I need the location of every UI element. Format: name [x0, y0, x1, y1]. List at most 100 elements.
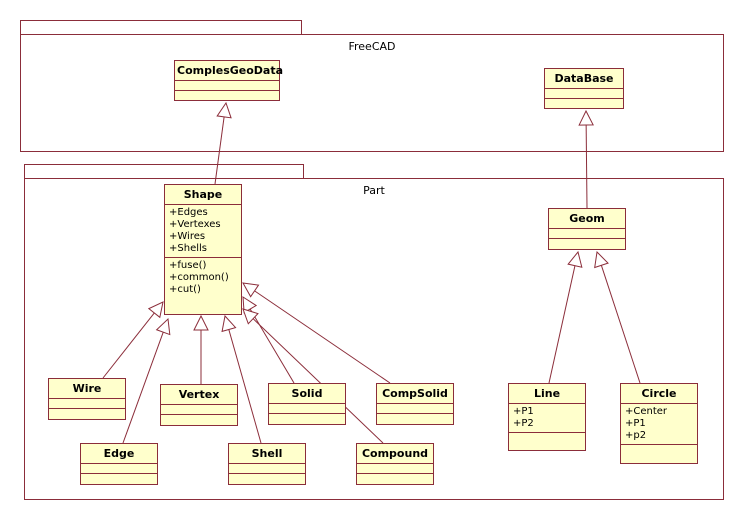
attributes-section	[81, 464, 157, 474]
compound-to-shape-line	[252, 318, 384, 444]
geom-to-database-generalization	[578, 109, 594, 209]
hollow-triangle-arrowhead-icon	[242, 308, 259, 325]
hollow-triangle-arrowhead-icon	[147, 301, 164, 319]
compound-to-shape-generalization	[242, 308, 384, 444]
freecad-package-name: FreeCAD	[348, 40, 396, 53]
operations-section	[229, 474, 305, 483]
shell-to-shape-generalization	[221, 314, 262, 444]
attributes-section	[175, 81, 279, 91]
edge-to-shape-generalization	[122, 317, 171, 444]
shell-class[interactable]: Shell	[228, 443, 306, 485]
operations-section	[175, 91, 279, 100]
operations-section: +fuse() +common() +cut()	[165, 258, 241, 298]
attribute: +P1	[513, 406, 534, 417]
circle-to-geom-generalization	[594, 250, 641, 384]
compsolid-to-shape-generalization	[242, 282, 391, 384]
wire-class[interactable]: Wire	[48, 378, 126, 420]
attributes-section	[545, 89, 623, 99]
attributes-section	[269, 404, 345, 414]
attribute: +P1	[625, 418, 646, 429]
operations-section	[269, 414, 345, 423]
attributes-section	[357, 464, 433, 474]
circle-to-geom-line	[600, 265, 641, 384]
freecad-package-tab	[20, 20, 302, 35]
solid-class[interactable]: Solid	[268, 383, 346, 425]
class-name: Line	[509, 384, 585, 404]
class-name: Shell	[229, 444, 305, 464]
attribute: +Vertexes	[169, 219, 221, 230]
operations-section	[549, 239, 625, 248]
operation: +common()	[169, 272, 229, 283]
hollow-triangle-arrowhead-icon	[242, 296, 258, 314]
operations-section	[357, 474, 433, 483]
attributes-section	[549, 229, 625, 239]
hollow-triangle-arrowhead-icon	[594, 250, 609, 269]
operations-section	[509, 433, 585, 442]
edge-to-shape-line	[122, 331, 164, 444]
attribute: +Wires	[169, 231, 206, 242]
compsolid-to-shape-line	[254, 290, 391, 384]
hollow-triangle-arrowhead-icon	[242, 282, 260, 298]
edge-class[interactable]: Edge	[80, 443, 158, 485]
attributes-section	[377, 404, 453, 414]
hollow-triangle-arrowhead-icon	[578, 109, 594, 126]
line-to-geom-generalization	[548, 250, 583, 384]
operations-section	[377, 414, 453, 423]
wire-to-shape-line	[102, 312, 155, 379]
class-name: Edge	[81, 444, 157, 464]
class-name: Circle	[621, 384, 697, 404]
class-name: Wire	[49, 379, 125, 399]
operation: +cut()	[169, 284, 201, 295]
operations-section	[621, 445, 697, 454]
attributes-section: +P1 +P2	[509, 404, 585, 433]
vertex-to-shape-generalization	[193, 314, 209, 384]
class-name: Shape	[165, 185, 241, 205]
shape-class[interactable]: Shape +Edges +Vertexes +Wires +Shells +f…	[164, 184, 242, 315]
hollow-triangle-arrowhead-icon	[193, 314, 209, 331]
class-name: Compound	[357, 444, 433, 464]
solid-to-shape-generalization	[242, 296, 295, 384]
class-name: DataBase	[545, 69, 623, 89]
compsolid-class[interactable]: CompSolid	[376, 383, 454, 425]
wire-to-shape-generalization	[102, 301, 164, 379]
operations-section	[545, 99, 623, 108]
attribute: +Edges	[169, 207, 208, 218]
hollow-triangle-arrowhead-icon	[567, 250, 583, 268]
hollow-triangle-arrowhead-icon	[155, 317, 171, 336]
geom-to-database-line	[585, 124, 588, 209]
geom-class[interactable]: Geom	[548, 208, 626, 250]
compound-class[interactable]: Compound	[356, 443, 434, 485]
line-class[interactable]: Line +P1 +P2	[508, 383, 586, 451]
hollow-triangle-arrowhead-icon	[216, 101, 232, 119]
part-package-name: Part	[363, 184, 385, 197]
operations-section	[49, 409, 125, 418]
attribute: +P2	[513, 418, 534, 429]
attribute: +p2	[625, 430, 647, 441]
class-name: Solid	[269, 384, 345, 404]
attributes-section: +Center +P1 +p2	[621, 404, 697, 445]
class-name: CompSolid	[377, 384, 453, 404]
operations-section	[81, 474, 157, 483]
database-class[interactable]: DataBase	[544, 68, 624, 109]
shell-to-shape-line	[228, 329, 262, 444]
shape-to-complesgeodata-line	[214, 116, 225, 185]
attribute: +Center	[625, 406, 668, 417]
attributes-section	[229, 464, 305, 474]
attributes-section	[161, 405, 237, 415]
circle-class[interactable]: Circle +Center +P1 +p2	[620, 383, 698, 464]
attributes-section: +Edges +Vertexes +Wires +Shells	[165, 205, 241, 258]
operations-section	[161, 415, 237, 424]
solid-to-shape-line	[249, 308, 295, 384]
attributes-section	[49, 399, 125, 409]
line-to-geom-line	[548, 265, 576, 384]
class-name: Geom	[549, 209, 625, 229]
complesgeodata-class[interactable]: ComplesGeoData	[174, 60, 283, 101]
class-name: Vertex	[161, 385, 237, 405]
hollow-triangle-arrowhead-icon	[221, 314, 237, 333]
attribute: +Shells	[169, 243, 207, 254]
class-name: ComplesGeoData	[175, 61, 283, 81]
vertex-class[interactable]: Vertex	[160, 384, 238, 426]
part-package-tab	[24, 164, 304, 179]
shape-to-complesgeodata-generalization	[214, 101, 232, 185]
